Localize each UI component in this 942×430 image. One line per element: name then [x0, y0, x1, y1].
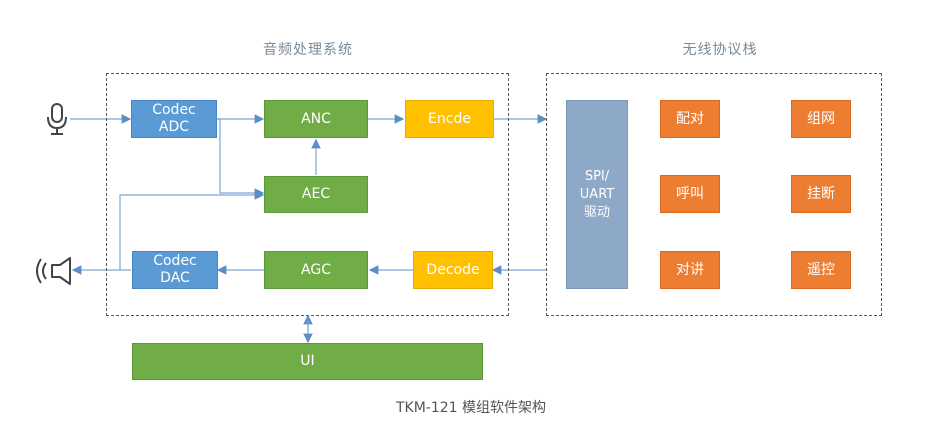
pairing-block: 配对: [660, 100, 720, 138]
wireless-stack-title: 无线协议栈: [682, 42, 758, 58]
dac-to-aec-line: [119, 190, 265, 270]
codec-adc-block: Codec ADC: [131, 100, 217, 138]
networking-block: 组网: [791, 100, 851, 138]
hangup-block: 挂断: [791, 175, 851, 213]
encode-block: Encde: [405, 100, 494, 138]
agc-block: AGC: [264, 251, 368, 289]
decode-block: Decode: [413, 251, 493, 289]
aec-block: AEC: [264, 176, 368, 213]
wireless-stack-frame: [546, 73, 882, 316]
audio-system-title: 音频处理系统: [263, 42, 353, 58]
remote-block: 遥控: [791, 251, 851, 289]
audio-system-frame: [106, 73, 509, 316]
intercom-block: 对讲: [660, 251, 720, 289]
speaker-icon: [36, 255, 72, 287]
spi-uart-driver-block: SPI/ UART 驱动: [566, 100, 628, 289]
microphone-icon: [44, 102, 70, 136]
call-block: 呼叫: [660, 175, 720, 213]
figure-caption: TKM-121 模组软件架构: [395, 400, 547, 416]
ui-block: UI: [132, 343, 483, 380]
anc-block: ANC: [264, 100, 368, 138]
codec-dac-block: Codec DAC: [132, 251, 218, 289]
adc-to-aec-line: [217, 118, 265, 198]
